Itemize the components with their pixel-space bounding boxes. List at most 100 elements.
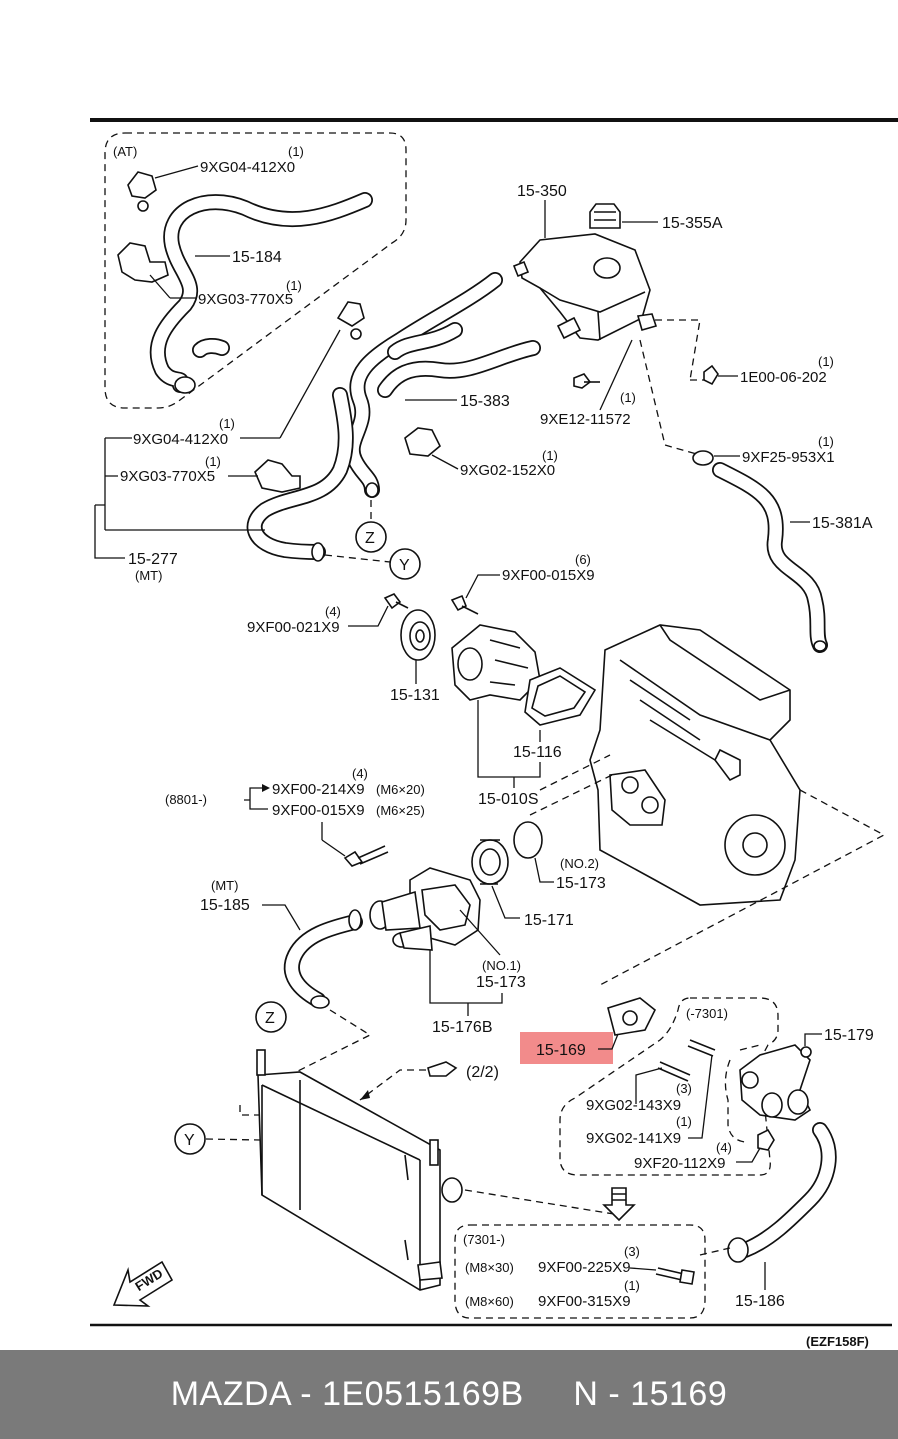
label-9xf00-214x9: 9XF00-214X9 (272, 781, 365, 798)
svg-text:(1): (1) (288, 144, 304, 159)
label-size-m8x30: (M8×30) (465, 1260, 514, 1275)
label-15-350: 15-350 (517, 183, 567, 200)
group-7301-a (559, 997, 779, 1176)
svg-text:(1): (1) (542, 448, 558, 463)
label-1e00-06-202: 1E00-06-202 (740, 369, 827, 386)
label-9xf20-112x9: 9XF20-112X9 (634, 1155, 725, 1172)
label-9xf00-015x9-a: 9XF00-015X9 (502, 567, 595, 584)
svg-text:(1): (1) (624, 1278, 640, 1293)
footer-part-number: MAZDA - 1E0515169B N - 15169 (170, 1375, 728, 1413)
label-15-116: 15-116 (513, 744, 562, 761)
svg-text:(1): (1) (286, 278, 302, 293)
nut-9xf20-112x9 (757, 1128, 775, 1151)
svg-text:(1): (1) (676, 1114, 692, 1129)
parts-diagram: (AT) (1) 9XG04-412X0 15-184 (1) 9XG03-77… (90, 118, 898, 1349)
label-no1: (NO.1) (482, 958, 521, 973)
stud-9xg02-143x9 (657, 1061, 691, 1082)
hand-pointer-icon (427, 1061, 458, 1077)
stud-9xg02-141x9 (687, 1039, 716, 1057)
svg-text:(M6×25): (M6×25) (376, 803, 425, 818)
marker-y-bottom (174, 1123, 206, 1155)
clip-9xf25-953x1 (692, 450, 714, 466)
label-15-277: 15-277 (128, 551, 178, 568)
hose-15-383 (344, 272, 503, 498)
label-9xf00-315x9: 9XF00-315X9 (538, 1293, 631, 1310)
svg-text:(4): (4) (352, 766, 368, 781)
label-9xg03-770x5-a: 9XG03-770X5 (198, 291, 293, 308)
label-9xg02-141x9: 9XG02-141X9 (586, 1130, 681, 1147)
label-size-m8x60: (M8×60) (465, 1294, 514, 1309)
thermostat-15-171 (471, 839, 509, 885)
label-15-171: 15-171 (524, 912, 574, 929)
highlight-15-169 (520, 1032, 613, 1064)
label-15-184: 15-184 (232, 249, 282, 266)
down-arrow-icon (602, 1187, 636, 1222)
clip-9xg03-770x5-a (117, 242, 169, 283)
label-9xg03-770x5-b: 9XG03-770X5 (120, 468, 215, 485)
label-15-381a: 15-381A (812, 515, 873, 532)
svg-text:(1): (1) (205, 454, 221, 469)
label-15-185: 15-185 (200, 897, 250, 914)
label-at: (AT) (113, 144, 137, 159)
clip-9xg02-152x0 (404, 427, 441, 457)
label-9xg02-143x9: 9XG02-143X9 (586, 1097, 681, 1114)
svg-text:Z: Z (365, 530, 375, 547)
marker-y-top (389, 548, 421, 580)
label-15-010s: 15-010S (478, 791, 539, 808)
footer-bar: MAZDA - 1E0515169B N - 15169 (0, 1350, 898, 1439)
label-15-173-a: 15-173 (556, 875, 606, 892)
at-group-box (104, 132, 407, 409)
water-pump (451, 624, 541, 701)
svg-text:(4): (4) (325, 604, 341, 619)
svg-text:(4): (4) (716, 1140, 732, 1155)
svg-text:Y: Y (399, 557, 410, 574)
illustration-code: (EZF158F) (806, 1334, 869, 1349)
label-7301-b: (7301-) (463, 1232, 505, 1247)
label-15-173-b: 15-173 (476, 974, 526, 991)
marker-z-bottom (255, 1001, 287, 1033)
label-15-179: 15-179 (824, 1027, 874, 1044)
svg-text:(3): (3) (624, 1244, 640, 1259)
clip-9xg03-770x5-b (254, 459, 301, 493)
bolt-9xf00-015x9-a (450, 594, 479, 615)
group-7301-b (454, 1224, 706, 1319)
bolt-9xe12-11572 (573, 373, 600, 389)
label-9xf00-021x9: 9XF00-021X9 (247, 619, 340, 636)
label-15-131: 15-131 (390, 687, 440, 704)
svg-text:Z: Z (265, 1010, 275, 1027)
gasket-15-169 (607, 997, 657, 1036)
svg-text:(M6×20): (M6×20) (376, 782, 425, 797)
label-mt-bot: (MT) (211, 878, 238, 893)
label-15-186: 15-186 (735, 1293, 785, 1310)
label-15-169: 15-169 (536, 1042, 586, 1059)
water-outlet-15-179 (739, 1044, 812, 1121)
svg-text:(1): (1) (620, 390, 636, 405)
label-9xg02-152x0: 9XG02-152X0 (460, 462, 555, 479)
label-mt-top: (MT) (135, 568, 162, 583)
gasket-15-116 (524, 667, 597, 726)
thermostat-housing-15-176b (369, 867, 481, 951)
label-9xf25-953x1: 9XF25-953X1 (742, 449, 835, 466)
svg-text:Y: Y (184, 1132, 195, 1149)
label-8801: (8801-) (165, 792, 207, 807)
reservoir-15-350 (512, 233, 658, 341)
label-9xf00-015x9-b: 9XF00-015X9 (272, 802, 365, 819)
fwd-arrow-icon: FWD (112, 1260, 174, 1307)
engine-block (589, 624, 801, 906)
bolt-9xf00-225x9 (655, 1267, 695, 1285)
clip-9xg04-412x0-b (336, 301, 365, 340)
label-7301-a: (-7301) (686, 1006, 728, 1021)
label-9xg04-412x0-b: 9XG04-412X0 (133, 431, 228, 448)
bolt-9xf00-214x9 (343, 845, 389, 867)
label-15-355a: 15-355A (662, 215, 723, 232)
cap-15-355a (589, 203, 621, 229)
label-9xe12-11572: 9XE12-11572 (540, 411, 631, 428)
svg-text:(3): (3) (676, 1081, 692, 1096)
clip-1e00-06-202 (703, 364, 719, 386)
svg-text:(1): (1) (219, 416, 235, 431)
label-15-176b: 15-176B (432, 1019, 493, 1036)
svg-text:(1): (1) (818, 354, 834, 369)
pulley-15-131 (400, 609, 436, 661)
svg-text:(6): (6) (575, 552, 591, 567)
label-9xg04-412x0-a: 9XG04-412X0 (200, 159, 295, 176)
